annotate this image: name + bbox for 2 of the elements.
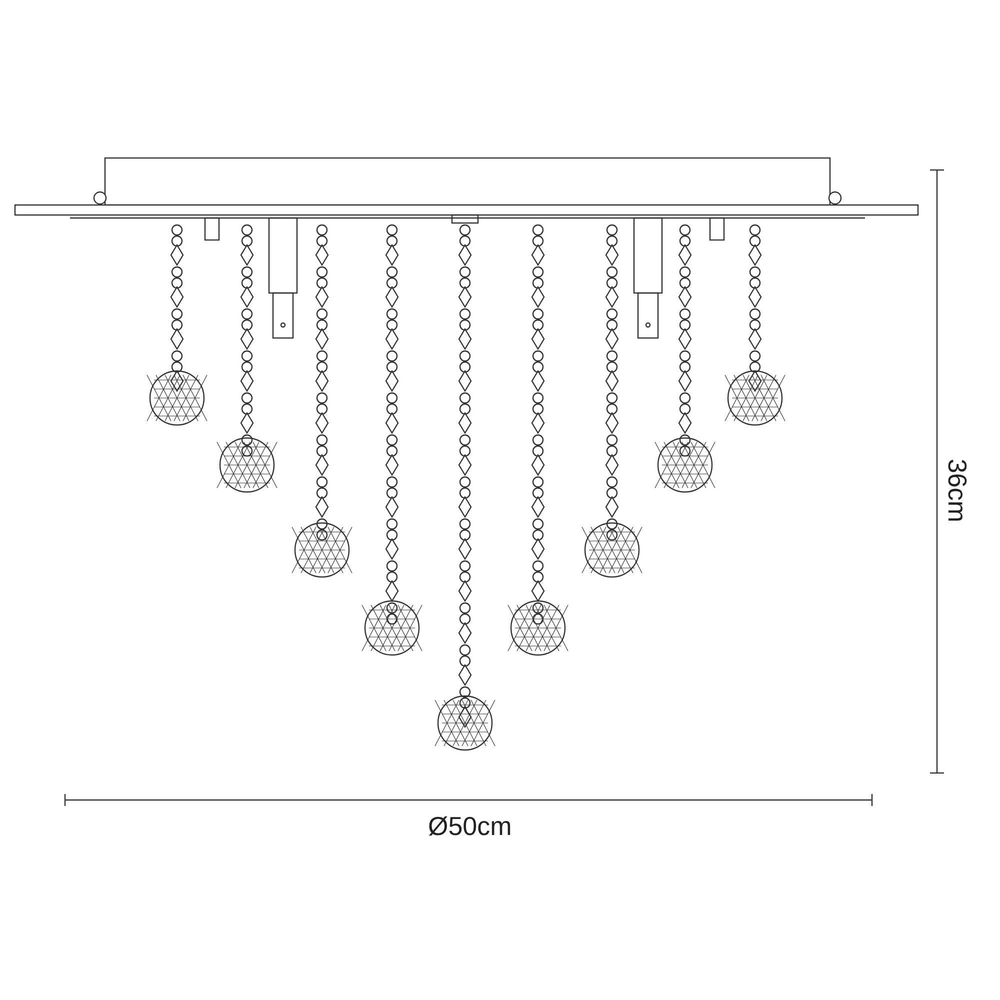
dimension-label: 36cm	[941, 458, 972, 522]
dimension-label: Ø50cm	[428, 810, 512, 842]
